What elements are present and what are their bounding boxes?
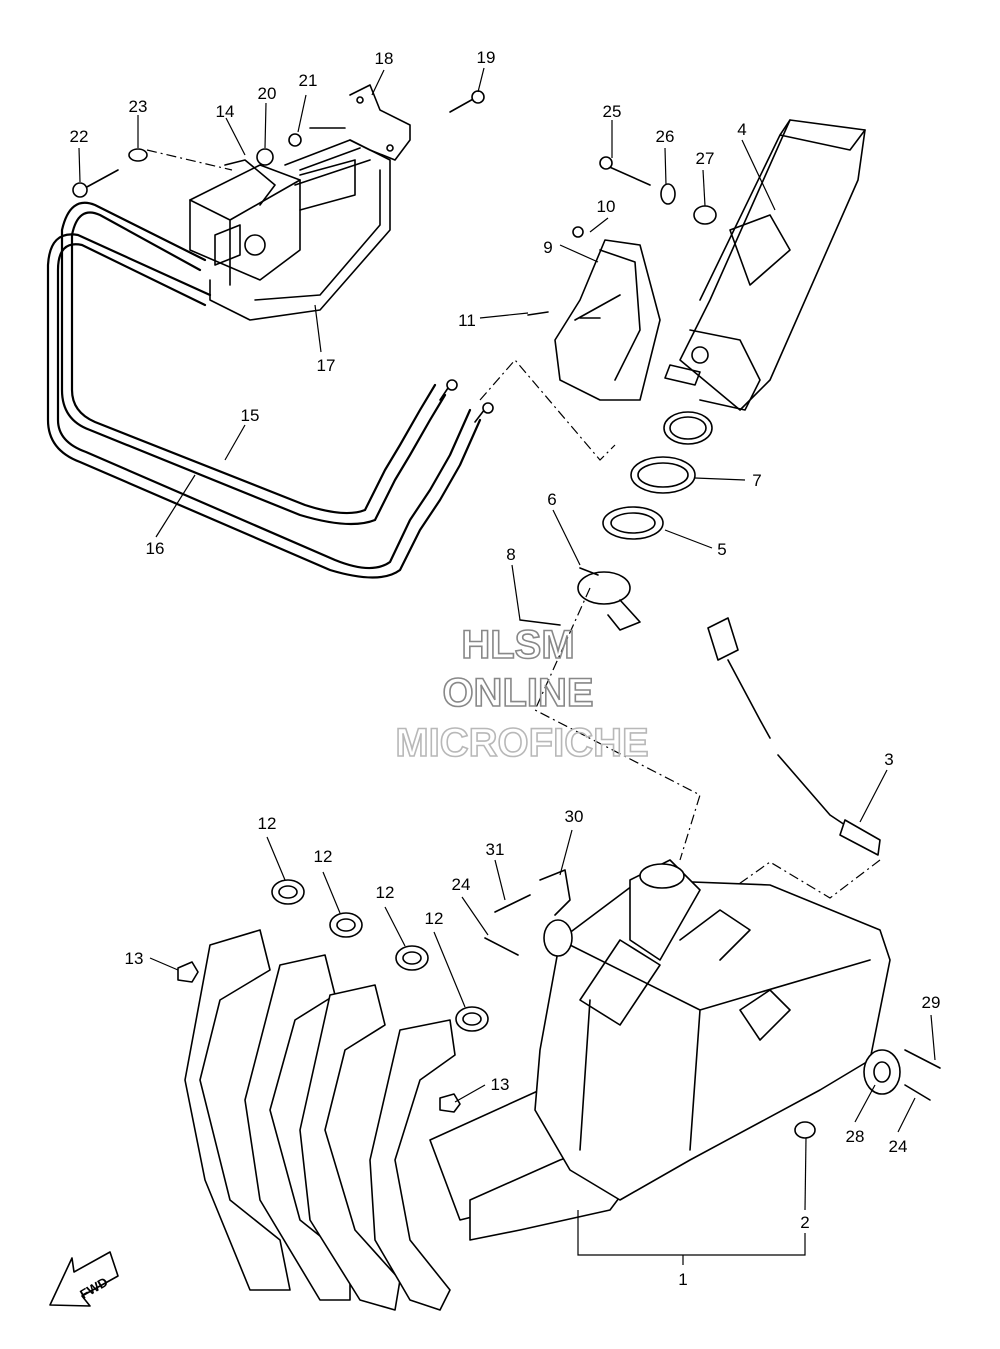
callout-31: 31: [486, 840, 505, 859]
callout-5: 5: [717, 540, 726, 559]
watermark-line1: HLSM: [461, 623, 574, 667]
o2-sensor: [707, 617, 881, 856]
callout-23: 23: [129, 97, 148, 116]
watermark-line2: ONLINE: [442, 671, 593, 715]
callout-25: 25: [603, 102, 622, 121]
servo-motor-bracket: [72, 84, 485, 321]
callout-17: 17: [317, 356, 336, 375]
callout-9: 9: [543, 238, 552, 257]
callout-13-b: 13: [491, 1075, 510, 1094]
gaskets-and-nuts: [177, 879, 489, 1113]
callout-26: 26: [656, 127, 675, 146]
callout-18: 18: [375, 49, 394, 68]
callout-21: 21: [299, 71, 318, 90]
callout-11: 11: [458, 311, 476, 330]
callout-16: 16: [146, 539, 165, 558]
callout-12-d: 12: [425, 909, 444, 928]
throttle-cables: [46, 201, 494, 579]
callout-30: 30: [565, 807, 584, 826]
callout-24-a: 24: [452, 875, 471, 894]
callout-27: 27: [696, 149, 715, 168]
callout-19: 19: [477, 48, 496, 67]
callout-labels: 18 19 21 20 14 23 22 17 15 16 25 26 4 27…: [70, 48, 941, 1289]
callout-8: 8: [506, 545, 515, 564]
callout-7: 7: [752, 471, 761, 490]
muffler-assembly: [519, 119, 866, 631]
callout-14: 14: [216, 102, 235, 121]
callout-3: 3: [884, 750, 893, 769]
callout-12-b: 12: [314, 847, 333, 866]
assembly-guide-lines: [479, 359, 881, 909]
fwd-arrow: FWD: [49, 1251, 119, 1307]
exhaust-pipes: [184, 859, 941, 1311]
callout-13-a: 13: [125, 949, 144, 968]
callout-24-b: 24: [889, 1137, 908, 1156]
callout-29: 29: [922, 993, 941, 1012]
callout-10: 10: [597, 197, 616, 216]
callout-20: 20: [258, 84, 277, 103]
callout-28: 28: [846, 1127, 865, 1146]
callout-12-c: 12: [376, 883, 395, 902]
callout-22: 22: [70, 127, 89, 146]
callout-12-a: 12: [258, 814, 277, 833]
callout-15: 15: [241, 406, 260, 425]
leader-lines: [78, 67, 936, 1265]
callout-6: 6: [547, 490, 556, 509]
watermark-line3: MICROFICHE: [395, 721, 648, 765]
callout-4: 4: [737, 120, 746, 139]
callout-1: 1: [678, 1270, 687, 1289]
callout-2: 2: [800, 1213, 809, 1232]
watermark: HLSM ONLINE MICROFICHE: [395, 622, 650, 766]
